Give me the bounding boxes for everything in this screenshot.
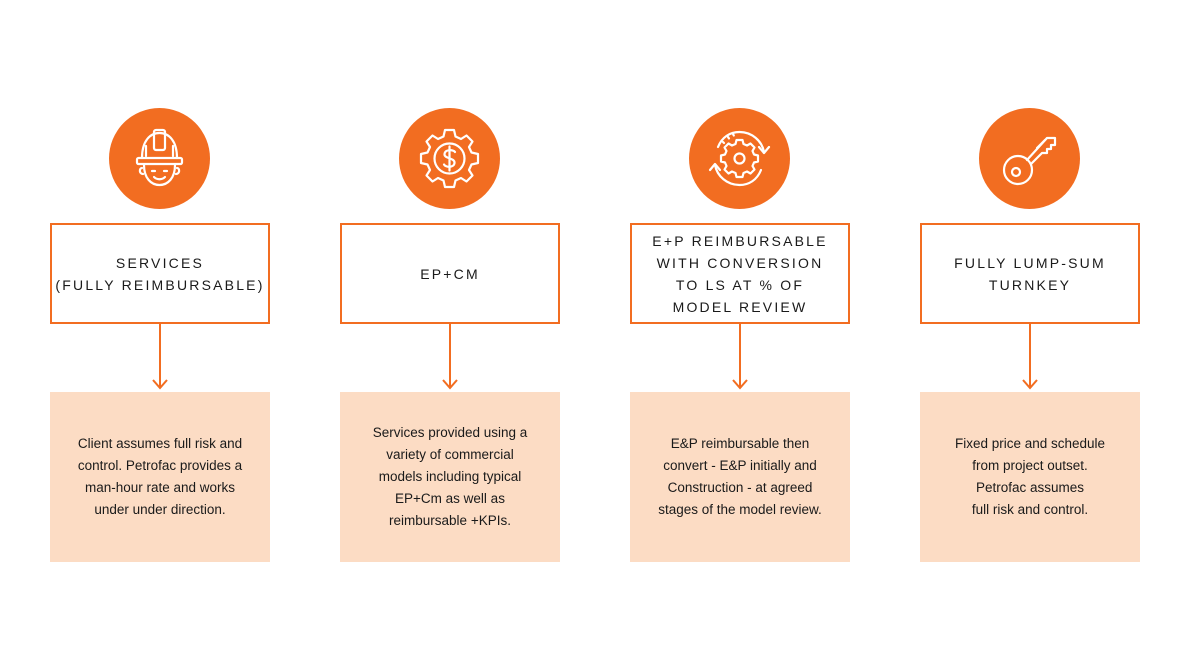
title-box: EP+CM — [340, 223, 560, 324]
column-title: EP+CM — [420, 265, 480, 282]
column-description: Services provided using a variety of com… — [372, 425, 528, 528]
description-box: Client assumes full risk and control. Pe… — [50, 392, 270, 562]
column-title: E+P REIMBURSABLE WITH CONVERSION TO LS A… — [652, 232, 828, 315]
column-lump-sum: FULLY LUMP-SUM TURNKEY Fixed price and s… — [920, 0, 1140, 669]
column-description: Fixed price and schedule from project ou… — [954, 436, 1106, 517]
column-title: FULLY LUMP-SUM TURNKEY — [954, 254, 1106, 293]
down-arrow-icon — [1022, 322, 1038, 390]
down-arrow-icon — [442, 322, 458, 390]
column-title: SERVICES (FULLY REIMBURSABLE) — [55, 254, 265, 293]
down-arrow-icon — [152, 322, 168, 390]
hard-hat-worker-icon — [135, 128, 184, 187]
key-icon — [1002, 136, 1057, 186]
title-box: E+P REIMBURSABLE WITH CONVERSION TO LS A… — [630, 223, 850, 324]
title-box: FULLY LUMP-SUM TURNKEY — [920, 223, 1140, 324]
column-description: Client assumes full risk and control. Pe… — [77, 436, 243, 517]
icon-circle — [399, 108, 500, 209]
icon-circle — [689, 108, 790, 209]
description-box: Fixed price and schedule from project ou… — [920, 392, 1140, 562]
gear-dollar-icon — [419, 128, 480, 189]
icon-circle — [979, 108, 1080, 209]
column-description: E&P reimbursable then convert - E&P init… — [658, 436, 822, 517]
down-arrow-icon — [732, 322, 748, 390]
title-box: SERVICES (FULLY REIMBURSABLE) — [50, 223, 270, 324]
column-services: SERVICES (FULLY REIMBURSABLE) Client ass… — [50, 0, 270, 669]
description-box: E&P reimbursable then convert - E&P init… — [630, 392, 850, 562]
gear-cycle-arrows-icon — [708, 130, 771, 187]
column-ep-reimbursable: E+P REIMBURSABLE WITH CONVERSION TO LS A… — [630, 0, 850, 669]
icon-circle — [109, 108, 210, 209]
column-epcm: EP+CM Services provided using a variety … — [340, 0, 560, 669]
description-box: Services provided using a variety of com… — [340, 392, 560, 562]
